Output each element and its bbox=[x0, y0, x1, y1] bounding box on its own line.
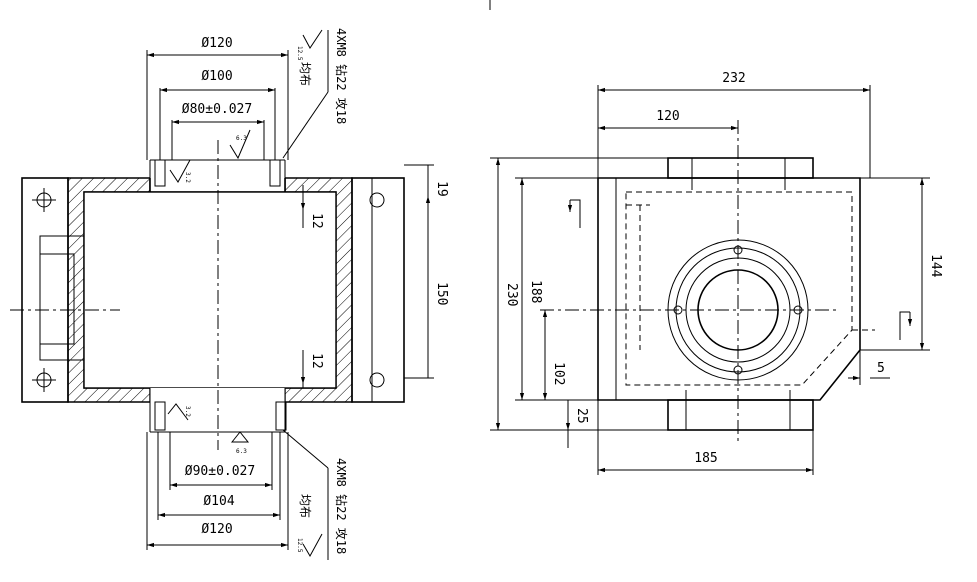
dim-d80-tol: Ø80±0.027 bbox=[182, 102, 252, 117]
bolt-hole-top-right bbox=[369, 192, 385, 208]
dim-12-bottom: 12 bbox=[309, 353, 324, 369]
inner-cavity bbox=[83, 191, 337, 389]
svg-text:12.5: 12.5 bbox=[296, 46, 303, 61]
dim-232: 232 bbox=[722, 71, 745, 86]
front-view: 232 120 144 5 230 188 102 25 1 bbox=[490, 71, 943, 475]
dim-144: 144 bbox=[928, 254, 943, 278]
dim-19: 19 bbox=[434, 181, 449, 197]
dim-d120-top: Ø120 bbox=[201, 36, 232, 51]
dim-5: 5 bbox=[877, 361, 885, 376]
roughness-symbol bbox=[229, 129, 251, 160]
svg-text:6.3: 6.3 bbox=[236, 135, 247, 142]
outer-profile bbox=[597, 177, 861, 401]
dim-230: 230 bbox=[504, 283, 519, 306]
bolt-hole-bottom-right bbox=[369, 372, 385, 388]
dim-d90-tol: Ø90±0.027 bbox=[185, 464, 255, 479]
svg-text:12.5: 12.5 bbox=[296, 538, 303, 553]
left-flange bbox=[21, 177, 69, 403]
dim-120: 120 bbox=[656, 109, 679, 124]
svg-text:6.3: 6.3 bbox=[236, 448, 247, 455]
note-bottom-line1: 4XM8 钻22 攻18 bbox=[334, 458, 349, 554]
note-top-line1: 4XM8 钻22 攻18 bbox=[334, 28, 349, 124]
note-top-line2: 均布 bbox=[298, 62, 312, 86]
svg-text:3.2: 3.2 bbox=[184, 172, 191, 183]
dim-d104: Ø104 bbox=[203, 494, 234, 509]
section-view: Ø120 Ø100 Ø80±0.027 6.3 12.5 3.2 4XM8 钻2… bbox=[10, 28, 449, 560]
dim-188: 188 bbox=[528, 280, 543, 303]
dim-150: 150 bbox=[434, 282, 449, 305]
right-flange bbox=[351, 177, 405, 403]
dim-185: 185 bbox=[694, 451, 717, 466]
dim-d100-top: Ø100 bbox=[201, 69, 232, 84]
note-bottom-line2: 均布 bbox=[298, 494, 312, 518]
svg-text:3.2: 3.2 bbox=[184, 406, 191, 417]
dim-d120-bottom: Ø120 bbox=[201, 522, 232, 537]
dim-12-top: 12 bbox=[309, 213, 324, 229]
dim-25: 25 bbox=[574, 408, 589, 424]
dim-102: 102 bbox=[551, 362, 566, 385]
